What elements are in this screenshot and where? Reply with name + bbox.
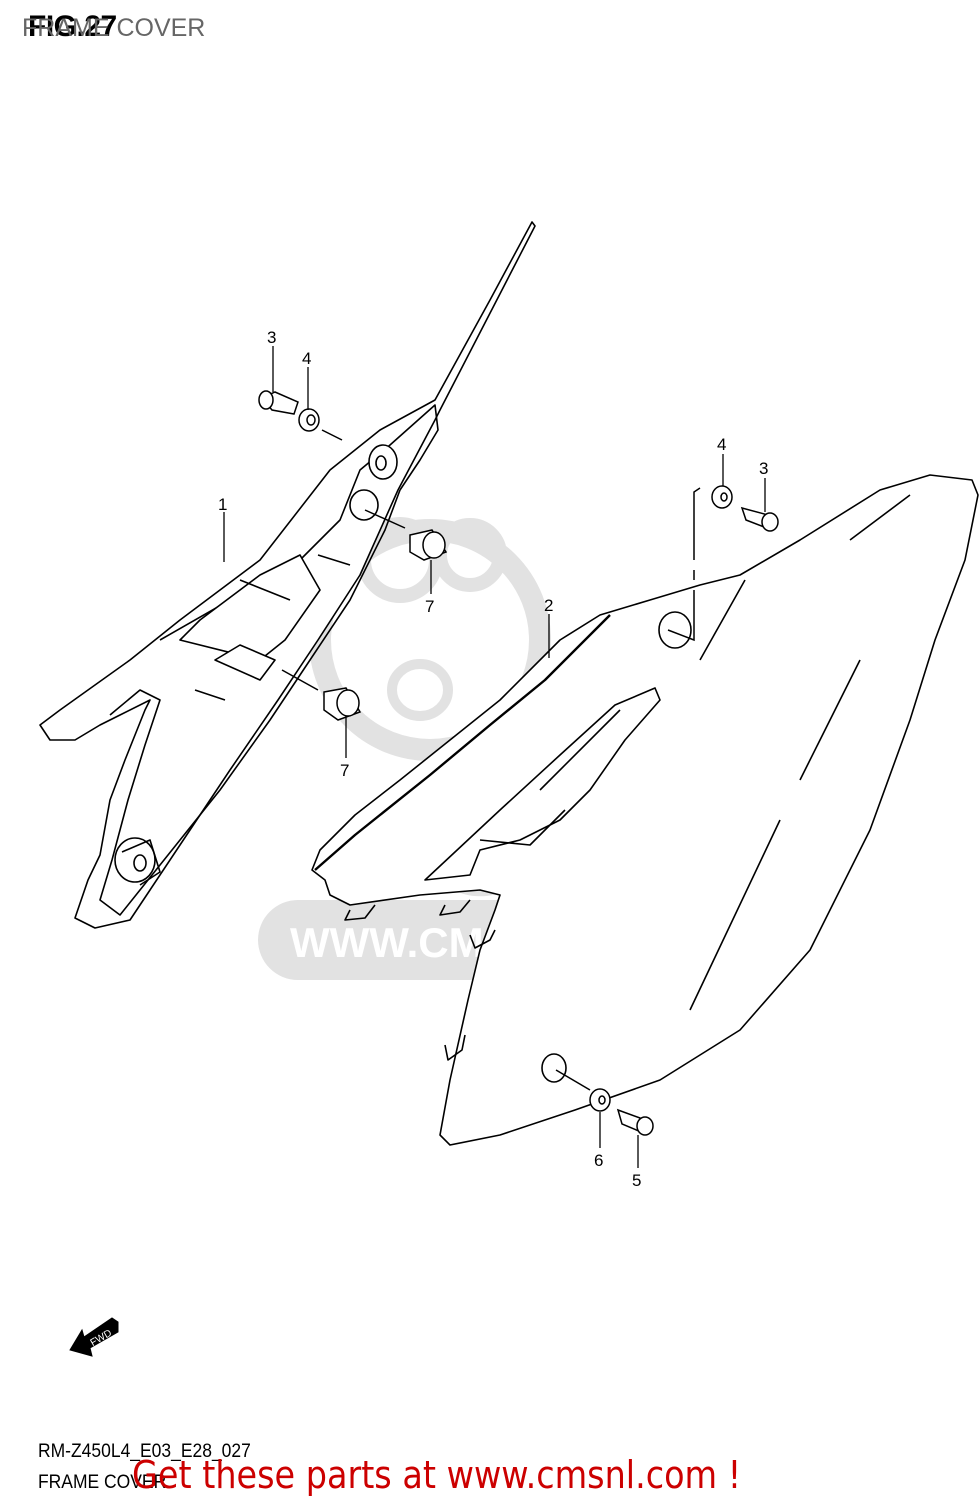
washer-lower-icon: [589, 1088, 611, 1112]
frame-cover-left: [39, 221, 536, 929]
callout-numbers: 1 2 3 4 4 3 7 7 6 5: [218, 328, 768, 1190]
callout-3-right: 3: [759, 459, 768, 478]
section-title: FRAME COVER: [22, 14, 206, 42]
hardware: [258, 390, 779, 1136]
callout-5: 5: [632, 1171, 641, 1190]
callout-6: 6: [594, 1151, 603, 1170]
callout-leaders: [223, 346, 766, 1168]
frame-cover-right: [311, 474, 979, 1146]
washer-right-icon: [711, 485, 733, 509]
diagram-name: FRAME COVER: [38, 1472, 167, 1493]
washer-left-icon: [298, 408, 320, 432]
bolt-right-icon: [740, 506, 779, 532]
cushion-upper-icon: [409, 529, 448, 561]
callout-1: 1: [218, 495, 227, 514]
callout-2: 2: [544, 596, 553, 615]
callout-4-right: 4: [717, 435, 726, 454]
bolt-lower-icon: [616, 1108, 654, 1136]
fwd-arrow-icon: FWD: [69, 1317, 119, 1357]
callout-7-upper: 7: [425, 597, 434, 616]
diagram-code: RM-Z450L4_E03_E28_027: [38, 1441, 251, 1462]
callout-7-lower: 7: [340, 761, 349, 780]
callout-3-left: 3: [267, 328, 276, 347]
figure-number: FIG.27: [28, 10, 117, 43]
bolt-left-icon: [258, 390, 299, 415]
cushion-lower-icon: [323, 687, 362, 721]
callout-4-left: 4: [302, 349, 311, 368]
promo-link[interactable]: Get these parts at www.cmsnl.com !: [132, 1453, 742, 1497]
